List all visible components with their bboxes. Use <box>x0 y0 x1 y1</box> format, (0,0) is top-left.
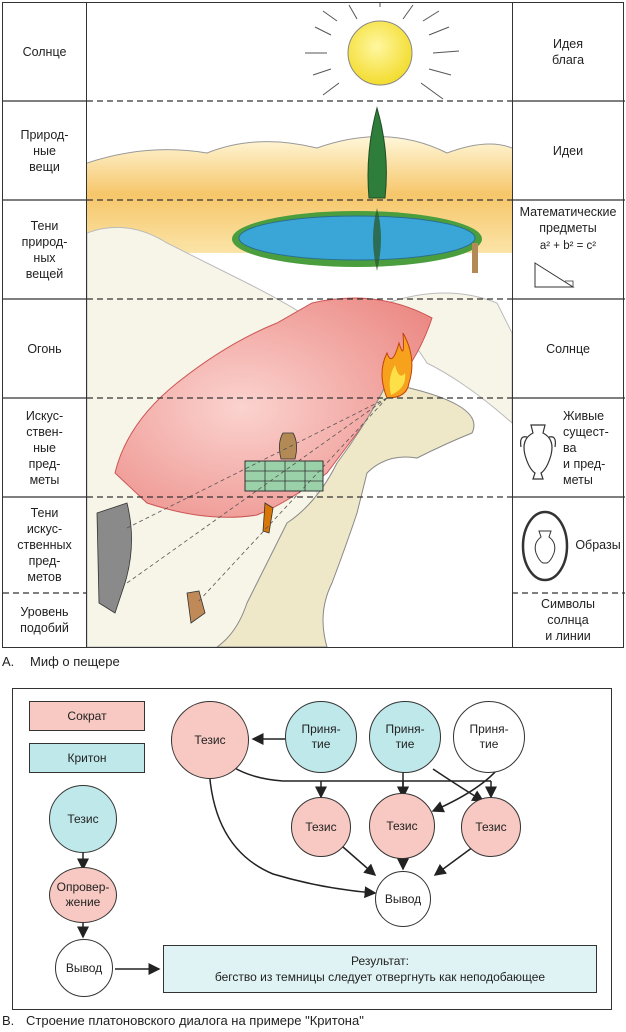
right-column-divider <box>512 3 513 647</box>
left-label-artificial-things: Искус- ствен- ные пред- меты <box>25 408 64 487</box>
cave-wall-shadow <box>96 502 132 614</box>
dialogue-structure-panel: Сократ Критон Тезис Приня- тие Приня- ти… <box>12 688 612 1010</box>
left-label-sun: Солнце <box>22 45 67 59</box>
node-thesis-a: Тезис <box>291 797 351 857</box>
caption-b-letter: В. <box>2 1013 15 1028</box>
wall <box>244 460 324 492</box>
node-accept-3: Приня- тие <box>453 701 525 773</box>
left-label-shadows-natural: Тени природ- ных вещей <box>21 218 68 281</box>
amphora-icon <box>520 424 556 480</box>
node-thesis-left: Тезис <box>49 785 117 853</box>
right-label-images: Образы <box>575 538 621 552</box>
sun-shape <box>347 20 413 86</box>
node-refutation: Опровер- жение <box>49 867 117 923</box>
row-separators <box>3 100 625 594</box>
formula-pythagoras: a² + b² = c² <box>539 240 597 252</box>
cypress-tree <box>367 106 387 199</box>
caption-a: Миф о пещере <box>30 654 120 669</box>
sun-rays <box>305 3 460 100</box>
node-accept-1: Приня- тие <box>285 701 357 773</box>
result-box: Результат: бегство из темницы следует от… <box>163 945 597 993</box>
lake-water <box>238 215 476 261</box>
node-thesis-top: Тезис <box>171 701 249 779</box>
right-label-idea-good: Идея блага <box>551 37 585 67</box>
light-rays <box>126 397 388 604</box>
node-thesis-c: Тезис <box>461 797 521 857</box>
right-label-symbols: Символы солнца и линии <box>540 597 596 643</box>
caption-a-letter: А. <box>2 654 15 669</box>
vase-image-icon <box>521 510 569 582</box>
right-label-living-things: Живые сущест- ва и пред- меты <box>563 409 609 487</box>
node-conclusion-mid: Вывод <box>375 871 431 927</box>
result-text: бегство из темницы следует отвергнуть ка… <box>214 970 546 984</box>
left-label-fire: Огонь <box>27 341 62 356</box>
cave-myth-panel: Солнце Природ- ные вещи Тени природ- ных… <box>2 2 625 648</box>
result-title: Результат: <box>351 954 409 968</box>
figure-by-lake <box>472 243 478 273</box>
legend-socrates: Сократ <box>29 701 145 731</box>
vase-on-wall <box>279 432 297 460</box>
cave-interior <box>114 297 433 518</box>
climbing-figure <box>262 502 274 534</box>
cave-illustration <box>87 3 512 647</box>
tree-reflection <box>373 208 381 271</box>
connectors <box>77 733 502 975</box>
left-column-divider <box>86 3 87 647</box>
right-label-math-objects: Математические предметы <box>519 205 617 235</box>
node-conclusion-left: Вывод <box>55 939 113 997</box>
legend-crito: Критон <box>29 743 145 773</box>
node-accept-2: Приня- тие <box>369 701 441 773</box>
rock-path <box>216 382 475 647</box>
left-label-level-likeness: Уровень подобий <box>20 605 69 635</box>
triangle-icon <box>534 262 575 288</box>
node-thesis-b: Тезис <box>369 793 435 859</box>
right-label-ideas: Идеи <box>552 143 584 158</box>
right-label-sun: Солнце <box>546 341 590 356</box>
left-label-natural-things: Природ- ные вещи <box>20 127 69 174</box>
caption-b: Строение платоновского диалога на пример… <box>26 1013 364 1028</box>
left-label-shadows-artificial: Тени искус- ственных пред- метов <box>17 506 72 584</box>
